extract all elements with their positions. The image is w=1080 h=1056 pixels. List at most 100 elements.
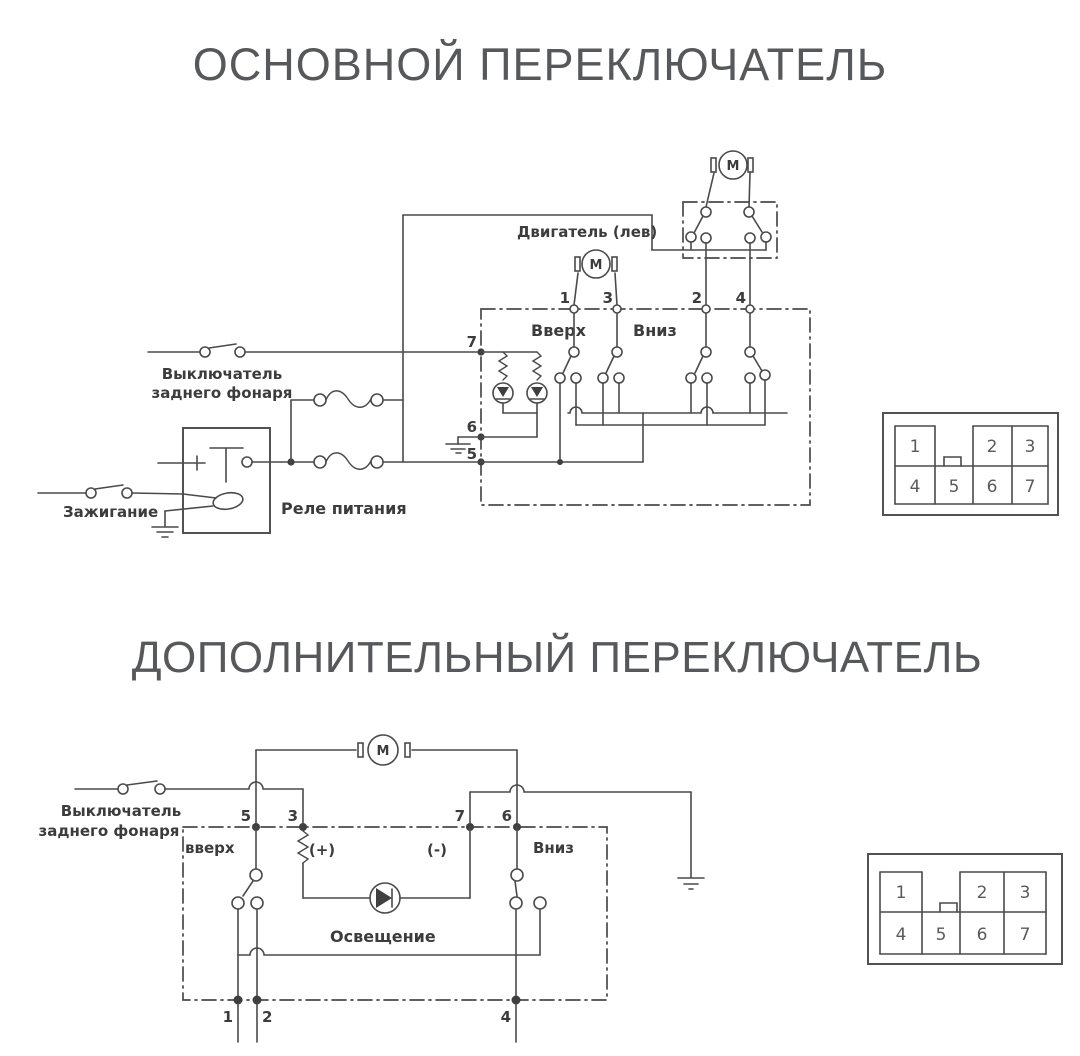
up-label: Вверх: [531, 321, 587, 340]
rear-light-switch-label-1: Выключатель: [61, 802, 182, 820]
connector-cell: 5: [936, 925, 947, 945]
motor-bracket-left: [710, 157, 717, 173]
connector-cell: 6: [987, 477, 998, 497]
aux-motor: M: [255, 734, 518, 824]
connector-pinout-aux: 1 2 3 4 5 6 7: [867, 853, 1063, 965]
aux-switch-box: 5 3 7 6 вверх Вниз (+) (-) Освещение: [182, 807, 608, 1043]
pin-label: 5: [467, 445, 477, 463]
contact-switch: [509, 826, 547, 1001]
connector-cell: 5: [949, 477, 960, 497]
main-switch-box: 1 3 2 4 7 6 5 Вверх Вниз: [382, 289, 811, 506]
down-label: Вниз: [633, 321, 677, 340]
right-motor: M: [705, 150, 754, 208]
pin6-ground: [445, 436, 538, 454]
cross-link-wire: [237, 947, 541, 956]
pin-label: 7: [467, 333, 477, 351]
pin-1-node: [233, 995, 243, 1005]
ignition-label: Зажигание: [63, 503, 158, 521]
connector-cell: 2: [977, 883, 988, 903]
motor-letter: M: [727, 159, 740, 174]
pin-4-node: [745, 304, 755, 314]
pin-1-node: [569, 304, 579, 314]
rear-light-switch-label-1: Выключатель: [162, 365, 283, 383]
illumination-branch: Освещение: [296, 826, 471, 946]
pin-label: 4: [501, 1008, 511, 1026]
bus-b: [575, 379, 766, 426]
connector-outline: [882, 412, 1059, 516]
connector-outline: [867, 853, 1063, 965]
main-switch-section: ОСНОВНОЙ ПЕРЕКЛЮЧАТЕЛЬ M: [37, 39, 1059, 538]
power-relay-label: Реле питания: [281, 499, 407, 518]
connector-key-tab: [939, 902, 958, 913]
pin-label: 2: [262, 1008, 272, 1026]
motor-bracket-right: [404, 742, 411, 758]
aux-rear-light-switch: Выключатель заднего фонаря: [39, 780, 304, 840]
fuse-lower: [313, 452, 384, 470]
aux-switch-title: ДОПОЛНИТЕЛЬНЫЙ ПЕРЕКЛЮЧАТЕЛЬ: [132, 631, 983, 682]
pin-label: 6: [502, 807, 512, 825]
connector-cell: 1: [910, 437, 921, 457]
pin-label: 3: [603, 289, 613, 307]
resistor: [296, 830, 310, 864]
connector-cell: 1: [896, 883, 907, 903]
motor-letter: M: [590, 258, 603, 273]
resistor: [497, 351, 509, 381]
aux-switch-section: ДОПОЛНИТЕЛЬНЫЙ ПЕРЕКЛЮЧАТЕЛЬ M: [39, 631, 1063, 1043]
pin-label: 7: [455, 807, 465, 825]
motor-icon: [367, 734, 399, 766]
connector-cell: 4: [896, 925, 907, 945]
motor-bracket-right: [747, 157, 754, 173]
contact-switch: [554, 313, 582, 463]
pin-3-node: [612, 304, 622, 314]
pin-3-node: [299, 823, 307, 831]
connector-cell: 7: [1020, 925, 1031, 945]
minus-label: (-): [427, 841, 447, 859]
pin-label: 6: [467, 418, 477, 436]
connector-cell: 7: [1025, 477, 1036, 497]
power-feed-wire: [402, 214, 653, 463]
down-label: Вниз: [533, 839, 574, 857]
pin-label: 2: [692, 289, 702, 307]
connector-cell: 6: [977, 925, 988, 945]
fuse-upper: [313, 390, 404, 408]
connector-cell: 3: [1020, 883, 1031, 903]
connector-cell: 2: [987, 437, 998, 457]
up-label: вверх: [185, 839, 235, 857]
motor-icon: [581, 249, 611, 279]
dashed-switch-box: [182, 826, 608, 1001]
illumination-label: Освещение: [330, 927, 436, 946]
rear-light-switch-label-2: заднего фонаря: [39, 822, 180, 840]
aux-ground: [469, 784, 705, 890]
pin-2-node: [252, 995, 262, 1005]
power-relay: Реле питания: [151, 399, 407, 538]
contact-switch: [685, 313, 713, 426]
contact-switch: [231, 826, 264, 1001]
dashed-contact-box: [682, 201, 778, 259]
motor-bracket-right: [611, 256, 618, 272]
pin-label: 3: [288, 807, 298, 825]
resistor: [531, 351, 543, 381]
bus-a: [567, 406, 788, 414]
plus-label: (+): [309, 841, 335, 859]
pin-label: 4: [736, 289, 746, 307]
motor-bracket-left: [357, 742, 364, 758]
pin-label: 5: [241, 807, 251, 825]
main-switch-title: ОСНОВНОЙ ПЕРЕКЛЮЧАТЕЛЬ: [193, 39, 888, 90]
left-motor: Двигатель (лев) M: [517, 223, 657, 306]
motor-left-label: Двигатель (лев): [517, 223, 657, 241]
motor-icon: [718, 150, 748, 180]
ignition-switch: Зажигание: [37, 484, 184, 521]
connector-cell: 3: [1025, 437, 1036, 457]
right-motor-switch-box: [651, 201, 778, 306]
connector-cell: 4: [910, 477, 921, 497]
relay-box: [182, 427, 271, 534]
illumination-leds: [480, 351, 548, 438]
pin-label: 1: [560, 289, 570, 307]
motor-bracket-left: [574, 256, 581, 272]
motor-letter: M: [377, 744, 390, 759]
connector-pinout-main: 1 2 3 4 5 6 7: [882, 412, 1059, 516]
relay-coil: [212, 491, 244, 511]
connector-key-tab: [943, 456, 962, 467]
